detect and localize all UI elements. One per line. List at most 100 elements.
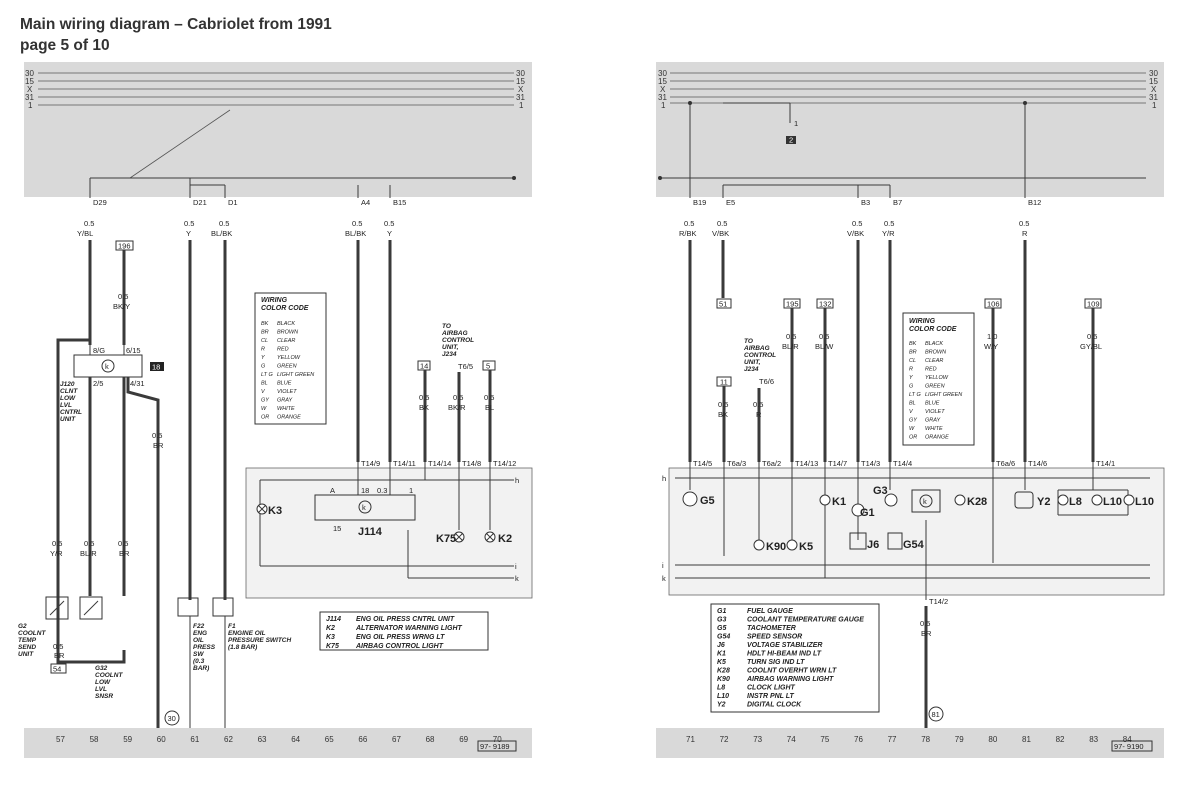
- color-code-name: WHITE: [277, 406, 295, 412]
- wire-color: Y: [387, 229, 392, 238]
- svg-text:k: k: [662, 574, 666, 583]
- color-code-abbr: G: [909, 384, 914, 390]
- svg-text:T14/11: T14/11: [393, 459, 416, 468]
- ref-54: 54: [53, 665, 61, 674]
- svg-text:OIL: OIL: [193, 637, 204, 644]
- wire-color: BL/R: [80, 549, 97, 558]
- k90-label: K90: [766, 541, 786, 553]
- right-color-code-box: [902, 312, 975, 446]
- right-top-bus-panel: [656, 62, 1164, 197]
- color-code-abbr: R: [909, 367, 913, 373]
- ref-14: 14: [420, 362, 428, 371]
- right-bus-lines: [658, 72, 1146, 198]
- left-legend-box: [319, 611, 489, 651]
- svg-text:0.5: 0.5: [717, 219, 727, 228]
- k3-label: K3: [268, 505, 282, 517]
- ref-18: 18: [152, 363, 160, 372]
- ref-195: 195: [786, 300, 799, 309]
- wire-size: 0.5: [484, 393, 494, 402]
- bus-position-number: 62: [224, 735, 233, 744]
- bus-label: X: [518, 85, 524, 94]
- bus-label: 31: [25, 93, 34, 102]
- color-code-name: GRAY: [277, 398, 293, 404]
- bus-position-number: 65: [325, 735, 334, 744]
- svg-text:k: k: [923, 497, 927, 506]
- svg-text:k: k: [362, 503, 366, 512]
- f22-label: F22 ENG OIL PRESS SW (0.3 BAR): [193, 623, 216, 672]
- bus-position-number: 60: [157, 735, 166, 744]
- bus-label: X: [27, 85, 33, 94]
- wire-size: 0.5: [419, 393, 429, 402]
- bus-position-number: 83: [1089, 735, 1098, 744]
- l10b-label: L10: [1135, 496, 1154, 508]
- t6-5: T6/5: [458, 362, 473, 371]
- ref-11: 11: [720, 378, 728, 387]
- svg-text:J234: J234: [442, 351, 457, 358]
- svg-text:BR: BR: [921, 629, 932, 638]
- wire-color: BK/R: [448, 403, 466, 412]
- color-code-name: ORANGE: [277, 415, 301, 421]
- svg-text:CNTRL: CNTRL: [60, 409, 82, 416]
- svg-text:1: 1: [1152, 101, 1157, 110]
- f22-switch: [177, 597, 199, 617]
- left-bus-right-labels: 30 15 X 31 1: [516, 69, 525, 110]
- color-code-name: CLEAR: [925, 358, 943, 364]
- k28-unit: [911, 489, 941, 513]
- ref-132: 132: [819, 300, 832, 309]
- svg-text:h: h: [515, 476, 519, 485]
- svg-text:COLOR CODE: COLOR CODE: [261, 305, 309, 312]
- svg-text:BK: BK: [718, 410, 728, 419]
- color-code-abbr: OR: [909, 435, 917, 441]
- svg-text:LVL: LVL: [60, 402, 72, 409]
- color-code-abbr: Y: [909, 375, 913, 381]
- legend-code: L10: [717, 693, 729, 700]
- color-code-name: VIOLET: [925, 409, 945, 415]
- g3-label: G3: [873, 485, 888, 497]
- svg-text:81: 81: [932, 710, 940, 719]
- svg-text:ENGINE OIL: ENGINE OIL: [228, 630, 266, 637]
- wire-size: 0.5: [84, 539, 94, 548]
- right-legend-box: [710, 603, 880, 713]
- g32-label: G32 COOLNT LOW LVL SNSR: [95, 665, 123, 700]
- g3-gauge: [884, 493, 898, 507]
- y2-label: Y2: [1037, 496, 1050, 508]
- color-code-name: GRAY: [925, 418, 941, 424]
- left-terminals: T14/9 T14/11 T14/14 T14/8 T14/12: [361, 459, 516, 468]
- page-title: Main wiring diagram – Cabriolet from 199…: [20, 14, 332, 56]
- color-code-abbr: W: [261, 406, 267, 412]
- ref-5: 5: [486, 362, 490, 371]
- legend-description: HDLT HI-BEAM IND LT: [747, 651, 822, 658]
- legend-description: TURN SIG IND LT: [747, 659, 805, 666]
- color-code-abbr: BL: [909, 401, 916, 407]
- t14-2: T14/2: [929, 597, 948, 606]
- k28-lamp: [954, 494, 966, 506]
- bus-position-number: 68: [426, 735, 435, 744]
- g32-sensor: [79, 596, 103, 620]
- connector-b7: B7: [893, 198, 902, 207]
- svg-text:WIRING: WIRING: [909, 318, 936, 325]
- legend-description: INSTR PNL LT: [747, 693, 795, 700]
- right-airbag-label: TO AIRBAG CONTROL UNIT, J234: [743, 338, 776, 373]
- connector-d21: D21: [193, 198, 207, 207]
- svg-text:J120: J120: [60, 381, 75, 388]
- color-code-abbr: GY: [909, 418, 917, 424]
- circle-30-label: 30: [168, 714, 176, 723]
- left-airbag-label: TO AIRBAG CONTROL UNIT, J234: [441, 323, 474, 358]
- wire-size: 0.5: [453, 393, 463, 402]
- wire-color: BK: [419, 403, 429, 412]
- bus-position-number: 59: [123, 735, 132, 744]
- color-code-name: CLEAR: [277, 338, 295, 344]
- svg-text:GY/BL: GY/BL: [1080, 342, 1102, 351]
- svg-text:V/BK: V/BK: [712, 229, 729, 238]
- svg-text:UNIT: UNIT: [60, 416, 76, 423]
- color-code-abbr: V: [261, 389, 266, 395]
- right-instrument-cluster: [668, 467, 1165, 596]
- svg-text:0.5: 0.5: [684, 219, 694, 228]
- ref-106: 106: [987, 300, 1000, 309]
- svg-text:31: 31: [658, 93, 667, 102]
- color-code-abbr: BK: [261, 321, 269, 327]
- svg-text:R/BK: R/BK: [679, 229, 697, 238]
- k5-lamp: [786, 539, 798, 551]
